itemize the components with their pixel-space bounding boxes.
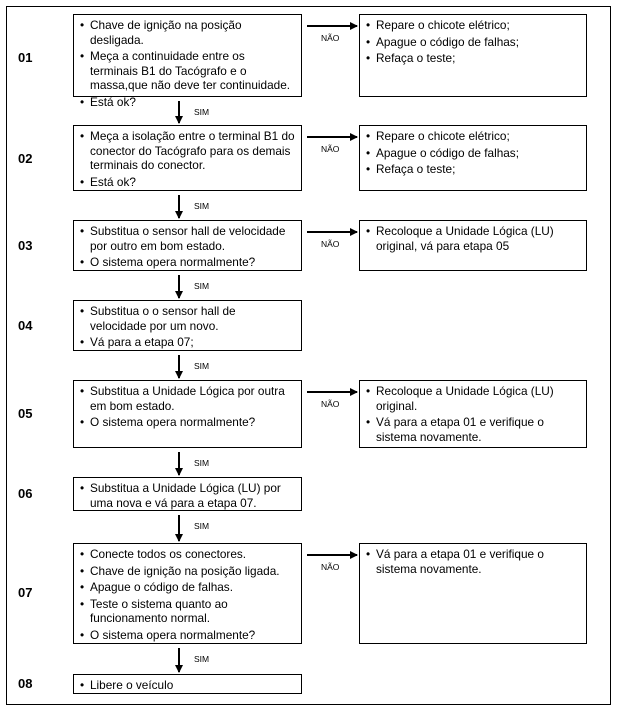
step-number: 04 bbox=[18, 318, 33, 333]
no-branch-item: Vá para a etapa 01 e verifique o sistema… bbox=[366, 415, 580, 444]
step-item: Vá para a etapa 07; bbox=[80, 335, 295, 350]
step-item: Substitua o o sensor hall de velocidade … bbox=[80, 304, 295, 333]
step-item: O sistema opera normalmente? bbox=[80, 415, 295, 430]
step-number: 08 bbox=[18, 676, 33, 691]
step-item: Chave de ignição na posição ligada. bbox=[80, 564, 295, 579]
step-number: 03 bbox=[18, 238, 33, 253]
step-item: Substitua a Unidade Lógica por outra em … bbox=[80, 384, 295, 413]
step-box-03: Substitua o sensor hall de velocidade po… bbox=[73, 220, 302, 271]
step-number: 06 bbox=[18, 486, 33, 501]
yes-label: SIM bbox=[194, 201, 210, 211]
step-box-08: Libere o veículo bbox=[73, 674, 302, 694]
step-item: Está ok? bbox=[80, 95, 295, 110]
step-item: Libere o veículo bbox=[80, 678, 295, 693]
no-branch-item: Repare o chicote elétrico; bbox=[366, 18, 580, 33]
no-branch-box-07: Vá para a etapa 01 e verifique o sistema… bbox=[359, 543, 587, 644]
no-label: NÃO bbox=[321, 33, 340, 43]
step-item: Meça a continuidade entre os terminais B… bbox=[80, 49, 295, 93]
step-item: Apague o código de falhas. bbox=[80, 580, 295, 595]
step-item: O sistema opera normalmente? bbox=[80, 255, 295, 270]
no-label: NÃO bbox=[321, 399, 340, 409]
no-branch-item: Vá para a etapa 01 e verifique o sistema… bbox=[366, 547, 580, 576]
no-label: NÃO bbox=[321, 562, 340, 572]
step-item: Conecte todos os conectores. bbox=[80, 547, 295, 562]
no-branch-item: Refaça o teste; bbox=[366, 162, 580, 177]
step-number: 05 bbox=[18, 406, 33, 421]
no-branch-item: Recoloque a Unidade Lógica (LU) original… bbox=[366, 384, 580, 413]
yes-label: SIM bbox=[194, 281, 210, 291]
step-item: Está ok? bbox=[80, 175, 295, 190]
step-item: O sistema opera normalmente? bbox=[80, 628, 295, 643]
no-branch-box-05: Recoloque a Unidade Lógica (LU) original… bbox=[359, 380, 587, 448]
no-branch-box-01: Repare o chicote elétrico; Apague o códig… bbox=[359, 14, 587, 97]
step-item: Substitua o sensor hall de velocidade po… bbox=[80, 224, 295, 253]
step-item: Teste o sistema quanto ao funcionamento … bbox=[80, 597, 295, 626]
step-number: 01 bbox=[18, 50, 33, 65]
step-number: 07 bbox=[18, 585, 33, 600]
step-box-07: Conecte todos os conectores. Chave de ign… bbox=[73, 543, 302, 644]
no-branch-item: Repare o chicote elétrico; bbox=[366, 129, 580, 144]
no-branch-box-02: Repare o chicote elétrico; Apague o códig… bbox=[359, 125, 587, 191]
step-item: Substitua a Unidade Lógica (LU) por uma … bbox=[80, 481, 295, 510]
no-branch-item: Refaça o teste; bbox=[366, 51, 580, 66]
no-branch-item: Apague o código de falhas; bbox=[366, 146, 580, 161]
step-box-06: Substitua a Unidade Lógica (LU) por uma … bbox=[73, 477, 302, 511]
step-number: 02 bbox=[18, 151, 33, 166]
no-branch-item: Recoloque a Unidade Lógica (LU) original… bbox=[366, 224, 580, 253]
no-label: NÃO bbox=[321, 239, 340, 249]
step-box-02: Meça a isolação entre o terminal B1 do c… bbox=[73, 125, 302, 191]
step-item: Meça a isolação entre o terminal B1 do c… bbox=[80, 129, 295, 173]
no-branch-item: Apague o código de falhas; bbox=[366, 35, 580, 50]
step-box-01: Chave de ignição na posição desligada.Me… bbox=[73, 14, 302, 109]
yes-label: SIM bbox=[194, 521, 210, 531]
yes-label: SIM bbox=[194, 654, 210, 664]
step-box-04: Substitua o o sensor hall de velocidade … bbox=[73, 300, 302, 351]
no-label: NÃO bbox=[321, 144, 340, 154]
no-branch-box-03: Recoloque a Unidade Lógica (LU) original… bbox=[359, 220, 587, 271]
yes-label: SIM bbox=[194, 458, 210, 468]
diagram-frame bbox=[6, 6, 611, 705]
yes-label: SIM bbox=[194, 361, 210, 371]
step-box-05: Substitua a Unidade Lógica por outra em … bbox=[73, 380, 302, 448]
yes-label: SIM bbox=[194, 107, 210, 117]
step-item: Chave de ignição na posição desligada. bbox=[80, 18, 295, 47]
